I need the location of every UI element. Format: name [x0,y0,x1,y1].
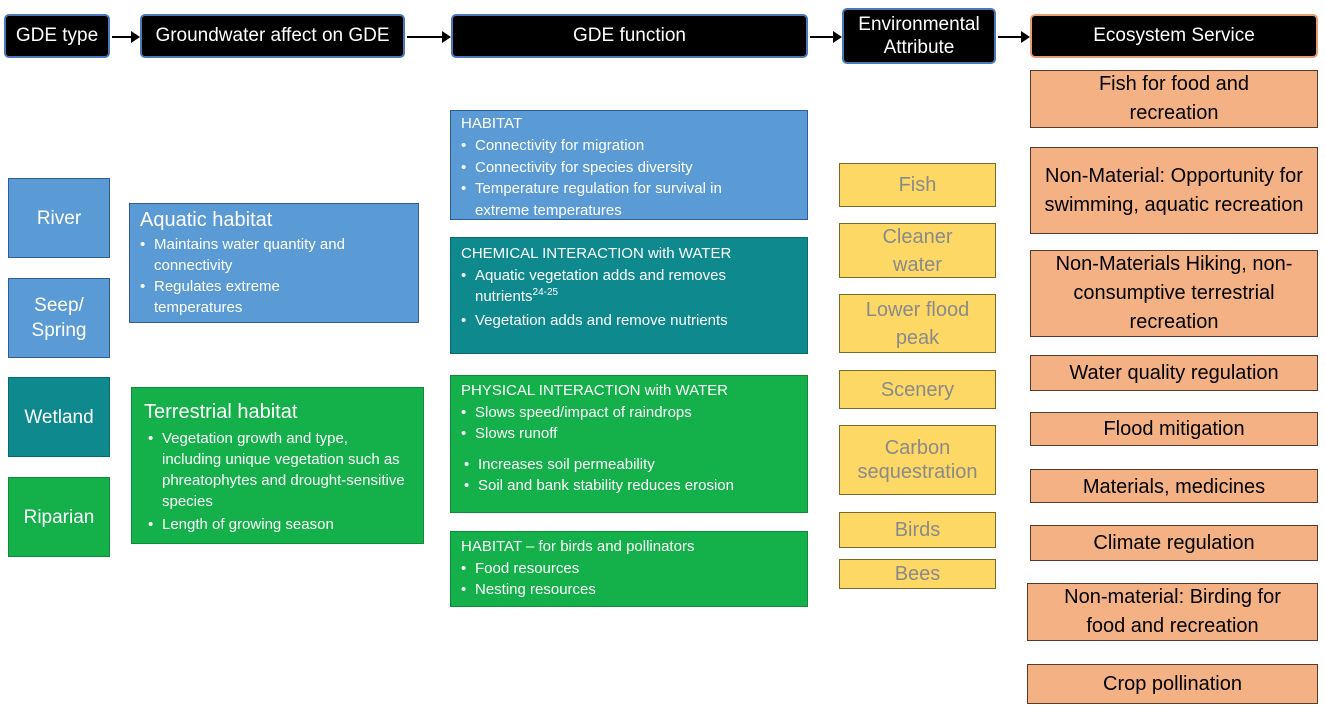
function-physical-item: Increases soil permeability [464,454,797,475]
attribute-scenery: Scenery [839,370,996,409]
function-physical-item: Soil and bank stability reduces erosion [464,475,797,496]
function-birds-title: HABITAT – for birds and pollinators [461,538,695,555]
service-label: Materials, medicines [1082,476,1266,498]
arrow-4 [998,31,1030,43]
service-label: Crop pollination [1103,672,1242,695]
aquatic-habitat-list: Maintains water quantity and connectivit… [140,234,408,318]
terrestrial-habitat-item: Vegetation growth and type, including un… [148,428,411,512]
function-habitat-title: HABITAT [461,115,523,132]
service-label: Non-material: Birding for food and recre… [1064,586,1281,637]
function-birds-item: Food resources [461,558,797,579]
header-gde-type: GDE type [4,14,110,58]
service-label: Non-Materials Hiking, non-consumptive te… [1055,253,1293,333]
function-physical-box: PHYSICAL INTERACTION with WATER Slows sp… [450,375,808,513]
function-physical-title: PHYSICAL INTERACTION with WATER [461,382,728,399]
service-hiking-terrestrial-recreation: Non-Materials Hiking, non-consumptive te… [1030,250,1318,337]
attribute-carbon-sequestration-label: Carbon sequestration [857,437,978,483]
attribute-carbon-sequestration: Carbon sequestration [839,425,996,495]
function-habitat-list: Connectivity for migration Connectivity … [461,135,797,221]
aquatic-habitat-title: Aquatic habitat [140,209,273,231]
header-environmental-attribute-label: Environmental Attribute [858,14,980,58]
service-label: Non-Material: Opportunity for swimming, … [1044,164,1304,216]
function-chemical-title: CHEMICAL INTERACTION with WATER [461,245,732,262]
service-label: Water quality regulation [1069,361,1279,384]
gde-type-riparian: Riparian [8,477,110,557]
service-materials-medicines: Materials, medicines [1030,469,1318,503]
attribute-scenery-label: Scenery [880,378,955,401]
header-gde-type-label: GDE type [15,25,99,46]
attribute-birds: Birds [839,512,996,548]
header-environmental-attribute: Environmental Attribute [842,8,996,64]
function-physical-item: Slows speed/impact of raindrops [461,402,797,423]
service-crop-pollination: Crop pollination [1027,664,1318,704]
attribute-cleaner-water-label: Cleaner water [882,225,953,276]
attribute-bees: Bees [839,559,996,589]
aquatic-habitat-item: Maintains water quantity and connectivit… [140,234,354,276]
function-chemical-item: Vegetation adds and remove nutrients [461,310,797,331]
gde-type-river-label: River [36,207,82,229]
service-label: Fish for food and recreation [1098,73,1250,124]
aquatic-habitat-box: Aquatic habitat Maintains water quantity… [129,203,419,323]
header-gde-function: GDE function [451,14,808,58]
attribute-lower-flood-peak: Lower flood peak [839,294,996,353]
terrestrial-habitat-list: Vegetation growth and type, including un… [144,428,411,535]
function-habitat-box: HABITAT Connectivity for migration Conne… [450,110,808,220]
aquatic-habitat-item: Regulates extreme temperatures [140,276,320,318]
arrow-1 [112,31,140,43]
terrestrial-habitat-title: Terrestrial habitat [144,401,298,423]
attribute-cleaner-water: Cleaner water [839,223,996,278]
service-label: Climate regulation [1093,531,1255,554]
gde-type-seep-spring-label: Seep/ Spring [31,295,87,341]
attribute-fish: Fish [839,163,996,207]
header-gde-function-label: GDE function [573,25,686,46]
arrow-3 [810,31,842,43]
function-chemical-list: Aquatic vegetation adds and removes nutr… [461,265,797,331]
service-climate-regulation: Climate regulation [1030,525,1318,561]
function-birds-box: HABITAT – for birds and pollinators Food… [450,531,808,607]
service-water-quality-regulation: Water quality regulation [1030,355,1318,391]
function-physical-list: Slows speed/impact of raindrops Slows ru… [461,402,797,496]
gde-type-wetland-label: Wetland [24,406,94,428]
terrestrial-habitat-box: Terrestrial habitat Vegetation growth an… [131,387,424,544]
function-physical-item: Slows runoff [461,423,797,444]
header-groundwater-affect-label: Groundwater affect on GDE [155,25,390,46]
gde-type-wetland: Wetland [8,377,110,457]
service-swimming-aquatic-recreation: Non-Material: Opportunity for swimming, … [1030,147,1318,234]
terrestrial-habitat-item: Length of growing season [148,514,411,535]
function-chemical-item-citation: 24-25 [532,287,559,298]
gde-type-seep-spring: Seep/ Spring [8,278,110,358]
function-chemical-box: CHEMICAL INTERACTION with WATER Aquatic … [450,237,808,354]
attribute-fish-label: Fish [898,174,937,196]
gde-type-riparian-label: Riparian [23,506,95,528]
header-ecosystem-service-label: Ecosystem Service [1093,25,1255,46]
function-chemical-item: Aquatic vegetation adds and removes nutr… [461,265,761,307]
service-label: Flood mitigation [1103,417,1245,440]
function-chemical-item-text: Aquatic vegetation adds and removes nutr… [475,267,726,305]
header-groundwater-affect: Groundwater affect on GDE [140,14,405,58]
function-habitat-item: Temperature regulation for survival in e… [461,178,761,221]
function-birds-list: Food resources Nesting resources [461,558,797,600]
arrow-2 [407,31,451,43]
service-birding: Non-material: Birding for food and recre… [1027,583,1318,641]
service-fish-food-recreation: Fish for food and recreation [1030,70,1318,128]
function-habitat-item: Connectivity for migration [461,135,797,157]
gde-type-river: River [8,178,110,258]
function-birds-item: Nesting resources [461,579,797,600]
attribute-lower-flood-peak-label: Lower flood peak [865,298,970,349]
function-habitat-item: Connectivity for species diversity [461,157,797,179]
attribute-birds-label: Birds [894,519,941,541]
header-ecosystem-service: Ecosystem Service [1030,14,1318,58]
service-flood-mitigation: Flood mitigation [1030,412,1318,446]
attribute-bees-label: Bees [894,563,941,585]
